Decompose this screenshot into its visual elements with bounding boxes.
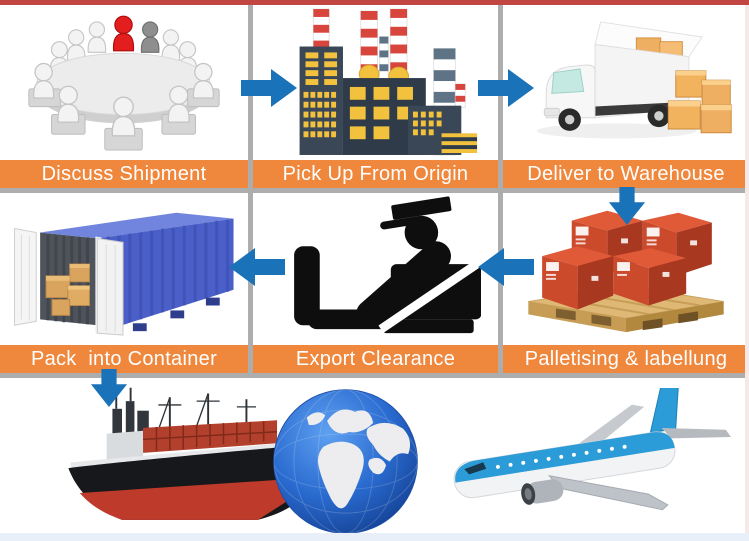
meeting-table-icon: [28, 15, 220, 151]
windshield: [551, 67, 585, 94]
step-cell-pick-up-from-origin: Pick Up From Origin: [253, 5, 498, 188]
step-label-deliver-to-warehouse: Deliver to Warehouse: [503, 160, 749, 188]
top-accent-bar: [0, 0, 749, 5]
bottom-edge-strip: [0, 533, 749, 541]
customs-officer-icon: [293, 196, 481, 334]
open-left-door: [13, 227, 37, 326]
boxes-in-container: [45, 263, 90, 316]
arrow-palletising-to-export: [478, 248, 534, 286]
fuselage-top: [455, 432, 675, 483]
step-cell-pack-into-container: Pack into Container: [0, 193, 248, 373]
factory-icon: [299, 8, 477, 155]
tail-fin: [649, 388, 680, 434]
desk-side: [293, 246, 320, 326]
container-top: [40, 212, 234, 239]
step-cell-export-clearance: Export Clearance: [253, 193, 498, 373]
right-edge-strip: [745, 5, 749, 533]
engine: [526, 479, 564, 504]
red-leader-figure: [112, 15, 135, 51]
step-label-export-clearance: Export Clearance: [253, 345, 498, 373]
officer-arm: [355, 241, 449, 327]
step-label-discuss-shipment: Discuss Shipment: [0, 160, 248, 188]
open-right-door: [96, 237, 124, 336]
stabilizer: [661, 427, 731, 439]
carton-box: [613, 248, 687, 306]
transport-modes-band: [0, 378, 749, 541]
counter-bar: [382, 319, 474, 334]
arrow-discuss-to-pickup: [241, 69, 297, 107]
shipping-container-icon: [13, 212, 234, 336]
cockpit-windows: [464, 462, 487, 475]
step-cell-discuss-shipment: Discuss Shipment: [0, 5, 248, 188]
continents: [306, 409, 411, 509]
container-stack: [143, 420, 278, 453]
process-grid: Discuss Shipment: [0, 5, 749, 383]
arrow-pickup-to-deliver: [478, 69, 534, 107]
cargo-ship-icon: [68, 387, 316, 520]
window-row: [495, 444, 627, 469]
carton-box: [542, 246, 614, 310]
step-cell-deliver-to-warehouse: Deliver to Warehouse: [503, 5, 749, 188]
delivery-truck-icon: [536, 20, 732, 138]
step-label-pick-up-from-origin: Pick Up From Origin: [253, 160, 498, 188]
arrow-pack-to-transport: [90, 369, 128, 407]
globe-icon: [273, 389, 418, 534]
hull-red-bottom: [79, 478, 303, 520]
step-label-palletising-labelling: Palletising & labellung: [503, 345, 749, 373]
officer-cap: [379, 196, 451, 230]
arrow-deliver-to-palletising: [608, 187, 646, 225]
grey-team-member: [140, 20, 160, 53]
far-wing: [576, 404, 645, 447]
pallet-boxes-icon: [528, 210, 724, 333]
airplane-icon: [453, 388, 731, 511]
boxes-on-ground: [667, 69, 732, 133]
step-label-pack-into-container: Pack into Container: [0, 345, 248, 373]
arrow-export-to-pack: [229, 248, 285, 286]
